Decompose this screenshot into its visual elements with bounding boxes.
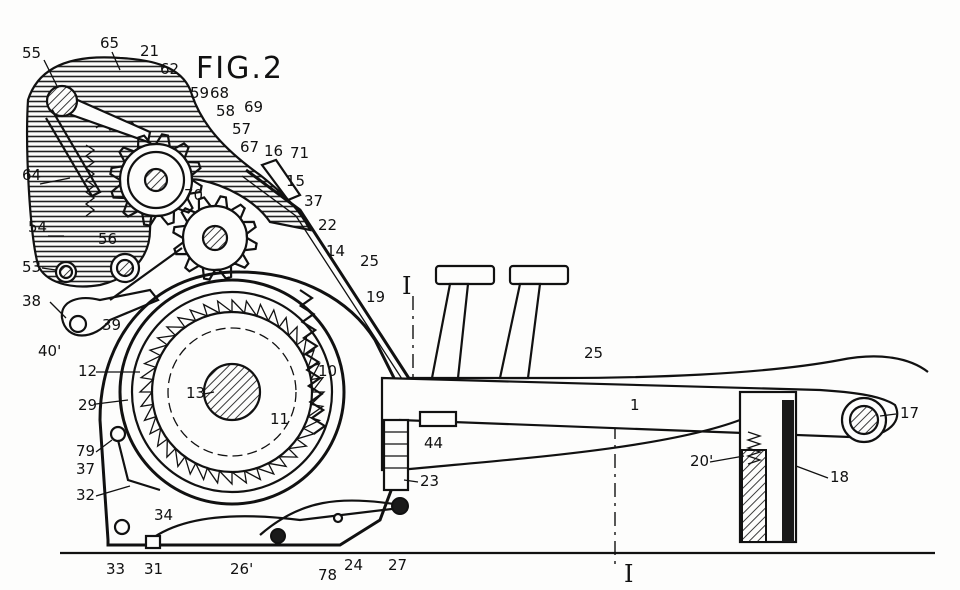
label-57: 57 bbox=[232, 120, 251, 138]
label-24: 24 bbox=[344, 556, 363, 574]
label-14: 14 bbox=[326, 242, 345, 260]
label-59: 59 bbox=[190, 84, 209, 102]
label-12: 12 bbox=[78, 362, 97, 380]
pawl-37 bbox=[116, 439, 161, 492]
post-block bbox=[741, 449, 767, 543]
section-mark-bottom: I bbox=[624, 560, 633, 588]
label-15: 15 bbox=[286, 172, 305, 190]
tape-25-upper bbox=[245, 168, 412, 381]
label-64: 64 bbox=[22, 166, 41, 184]
pivot-40 bbox=[68, 314, 88, 334]
label-10: 10 bbox=[318, 362, 337, 380]
figure-title: FIG.2 bbox=[196, 51, 284, 86]
gear-57-teeth bbox=[109, 133, 203, 227]
label-40: 40' bbox=[38, 342, 61, 360]
link-26 bbox=[149, 506, 401, 541]
pivot-55 bbox=[45, 84, 79, 118]
key-left bbox=[434, 264, 496, 286]
label-21: 21 bbox=[140, 42, 159, 60]
gear-57 bbox=[118, 142, 194, 218]
label-44: 44 bbox=[424, 434, 443, 452]
arm-64 bbox=[45, 109, 102, 198]
label-33: 33 bbox=[106, 560, 125, 578]
section-mark-top: I bbox=[402, 272, 411, 300]
label-37: 37 bbox=[304, 192, 323, 210]
label-20: 20' bbox=[690, 452, 713, 470]
label-22: 22 bbox=[318, 216, 337, 234]
key-right bbox=[508, 264, 570, 286]
label-62: 62 bbox=[160, 60, 179, 78]
leader-lines bbox=[39, 51, 897, 497]
pivot-17-core bbox=[848, 404, 880, 436]
label-31: 31 bbox=[144, 560, 163, 578]
pivot-79 bbox=[109, 425, 127, 443]
spring-20 bbox=[745, 431, 763, 465]
shaft-13 bbox=[202, 362, 262, 422]
label-79: 79 bbox=[76, 442, 95, 460]
label-70: 70 bbox=[184, 186, 203, 204]
tape-25-lower bbox=[410, 355, 929, 380]
label-53: 53 bbox=[22, 258, 41, 276]
bar-underside bbox=[399, 418, 741, 472]
wheel-11 bbox=[118, 278, 346, 506]
label-17: 17 bbox=[900, 404, 919, 422]
block-31 bbox=[144, 534, 162, 550]
label-25-lower: 25 bbox=[584, 344, 603, 362]
pin-27 bbox=[391, 497, 409, 515]
label-69: 69 bbox=[244, 98, 263, 116]
label-78: 78 bbox=[318, 566, 337, 584]
label-67: 67 bbox=[240, 138, 259, 156]
label-34: 34 bbox=[154, 506, 173, 524]
rack-10 bbox=[298, 289, 327, 435]
label-26: 26' bbox=[230, 560, 253, 578]
stop-44 bbox=[418, 410, 458, 428]
label-13: 13 bbox=[186, 384, 205, 402]
label-19: 19 bbox=[366, 288, 385, 306]
lever-arm-1 bbox=[380, 376, 899, 472]
main-frame bbox=[98, 270, 397, 547]
tape-25-inner bbox=[241, 175, 405, 383]
label-65: 65 bbox=[100, 34, 119, 52]
link-39 bbox=[109, 247, 183, 301]
label-71: 71 bbox=[290, 144, 309, 162]
label-18: 18 bbox=[830, 468, 849, 486]
link-24 bbox=[259, 499, 401, 536]
plate-16 bbox=[260, 158, 302, 202]
gear-37 bbox=[181, 204, 249, 272]
gear-37-teeth bbox=[172, 195, 258, 281]
pin-lower bbox=[270, 528, 286, 544]
pivot-56-core bbox=[115, 258, 135, 278]
wheel-11-ratchet-teeth bbox=[138, 298, 326, 486]
label-29: 29 bbox=[78, 396, 97, 414]
label-32: 32 bbox=[76, 486, 95, 504]
spring-64 bbox=[84, 144, 96, 217]
label-25-upper: 25 bbox=[360, 252, 379, 270]
label-23: 23 bbox=[420, 472, 439, 490]
post-18-rod bbox=[782, 400, 794, 542]
label-38: 38 bbox=[22, 292, 41, 310]
label-1: 1 bbox=[630, 396, 640, 414]
label-58: 58 bbox=[216, 102, 235, 120]
label-68: 68 bbox=[210, 84, 229, 102]
pivot-53-core bbox=[58, 264, 74, 280]
label-54: 54 bbox=[28, 218, 47, 236]
label-56: 56 bbox=[98, 230, 117, 248]
label-11: 11 bbox=[270, 410, 289, 428]
label-39: 39 bbox=[102, 316, 121, 334]
label-37-lower: 37 bbox=[76, 460, 95, 478]
pin-33 bbox=[113, 518, 131, 536]
label-16: 16 bbox=[264, 142, 283, 160]
label-27: 27 bbox=[388, 556, 407, 574]
key-stem-right bbox=[498, 282, 542, 380]
key-stem-left bbox=[430, 282, 470, 380]
label-55: 55 bbox=[22, 44, 41, 62]
pin-78 bbox=[332, 512, 344, 524]
